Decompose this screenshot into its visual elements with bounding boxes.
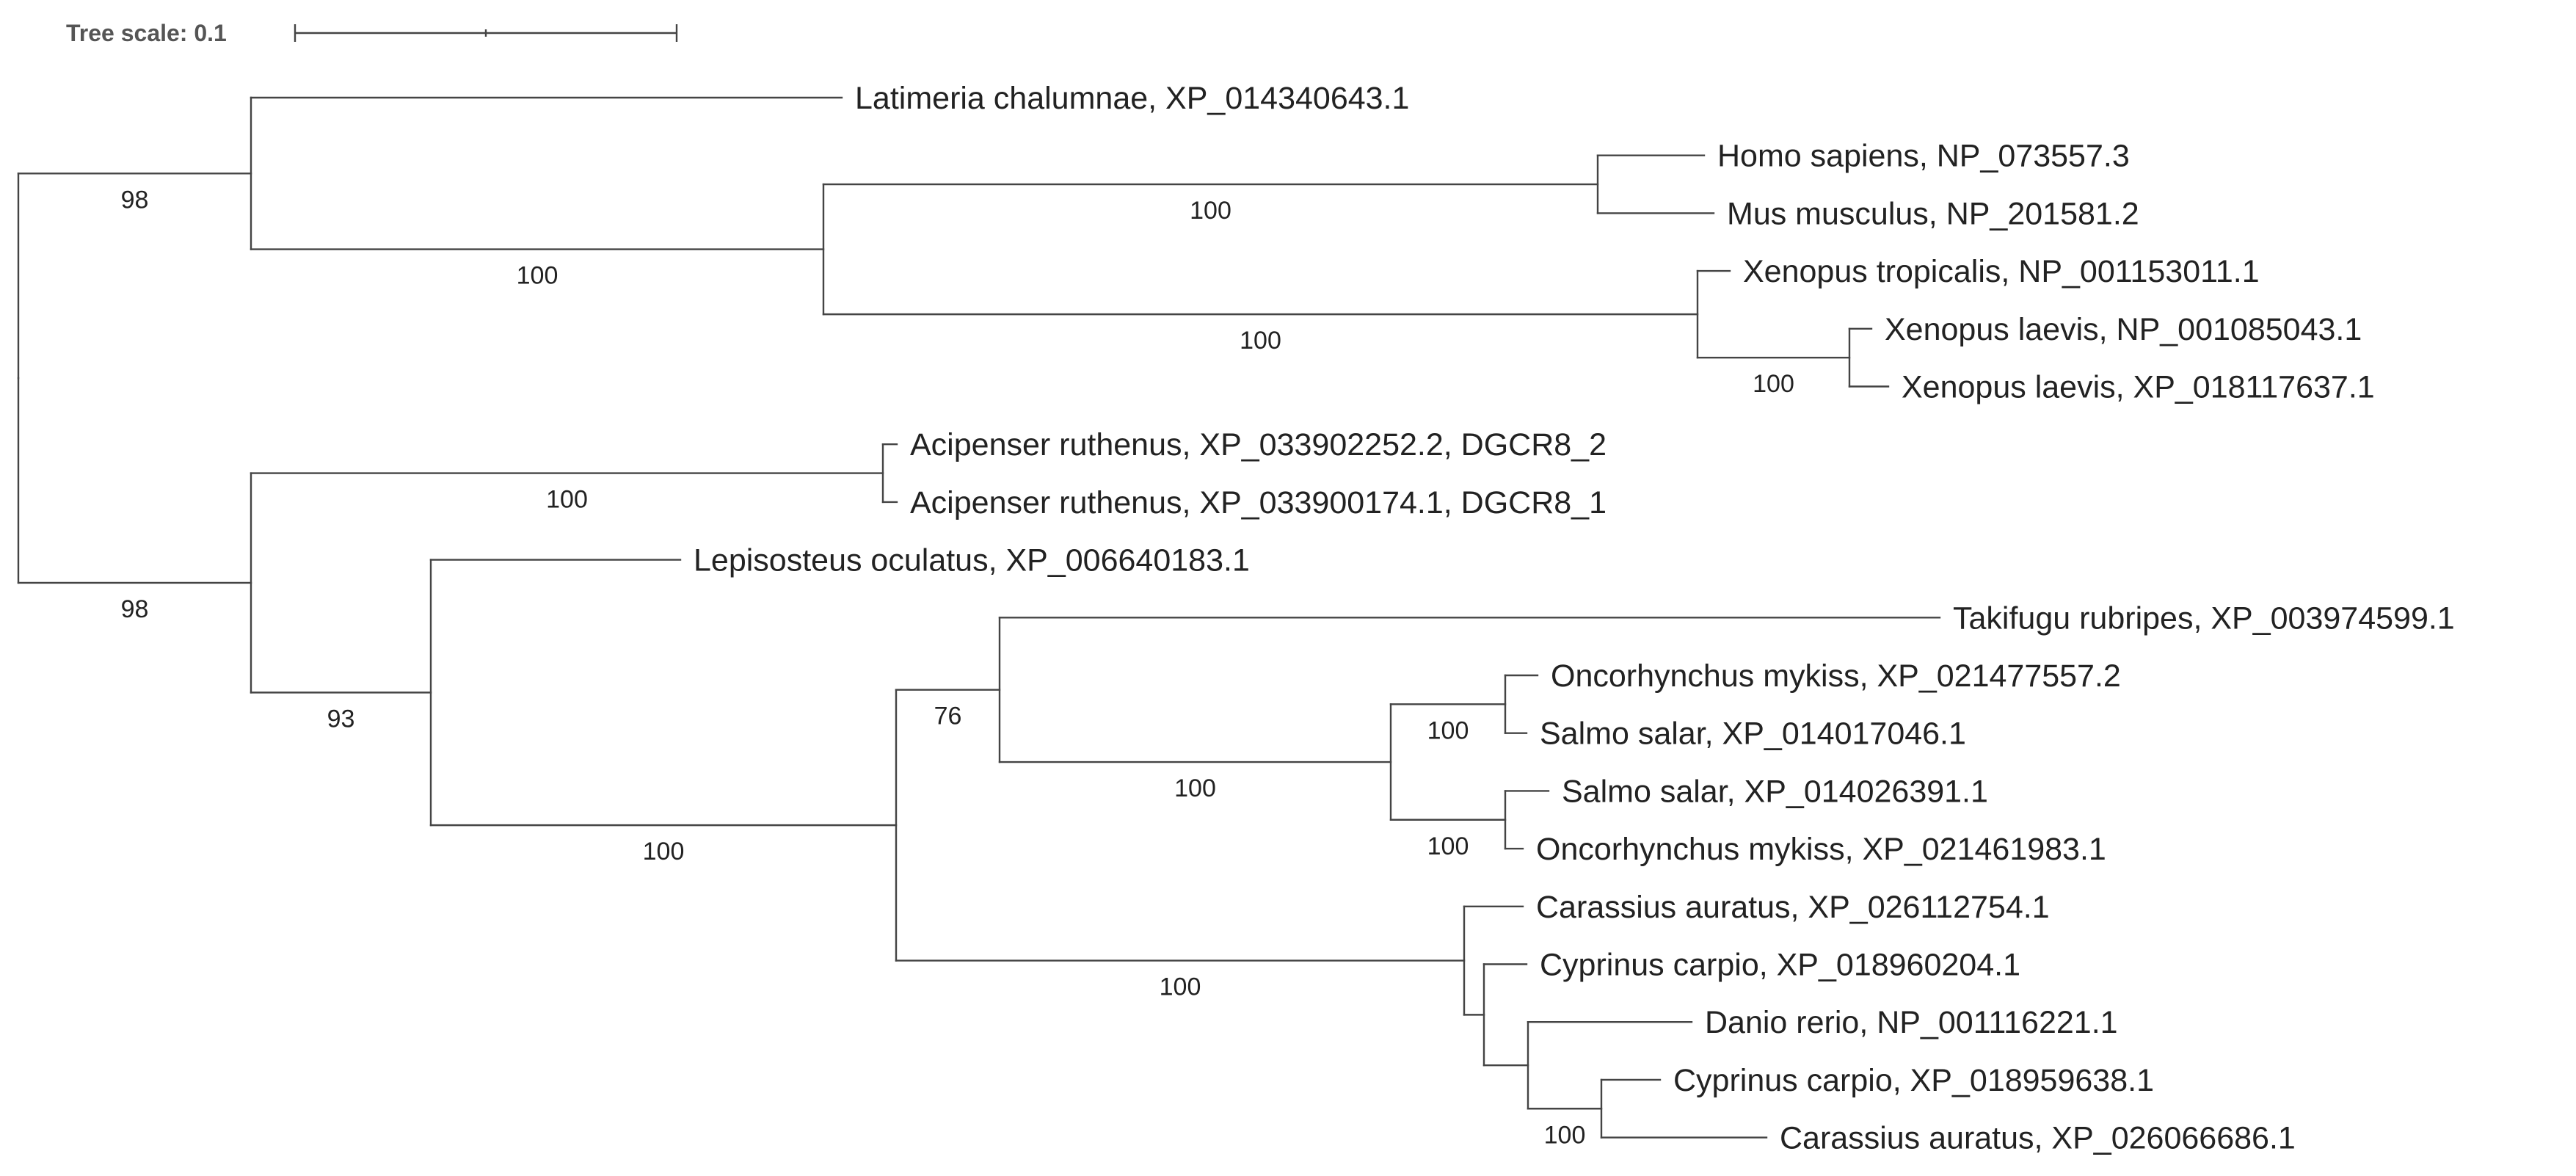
support-value: 100: [1190, 197, 1231, 225]
support-value: 100: [643, 838, 685, 865]
tree-branches: [17, 96, 1941, 1139]
scale-bar-label: Tree scale: 0.1: [66, 20, 227, 46]
leaf-label-acipenser-ruthenus-xp-033902252-2-dgcr8-2: Acipenser ruthenus, XP_033902252.2, DGCR…: [910, 427, 1607, 462]
leaf-label-oncorhynchus-mykiss-xp-021477557-2: Oncorhynchus mykiss, XP_021477557.2: [1551, 658, 2121, 694]
leaf-label-acipenser-ruthenus-xp-033900174-1-dgcr8-1: Acipenser ruthenus, XP_033900174.1, DGCR…: [910, 485, 1607, 520]
support-value: 100: [1753, 370, 1794, 398]
support-value: 93: [327, 705, 355, 733]
support-value: 98: [121, 186, 149, 214]
support-value: 100: [1544, 1121, 1586, 1149]
leaf-label-salmo-salar-xp-014017046-1: Salmo salar, XP_014017046.1: [1540, 716, 1966, 752]
leaf-label-carassius-auratus-xp-026112754-1: Carassius auratus, XP_026112754.1: [1536, 890, 2050, 925]
leaf-label-lepisosteus-oculatus-xp-006640183-1: Lepisosteus oculatus, XP_006640183.1: [694, 543, 1250, 578]
leaf-label-xenopus-laevis-xp-018117637-1: Xenopus laevis, XP_018117637.1: [1902, 370, 2375, 405]
leaf-label-xenopus-laevis-np-001085043-1: Xenopus laevis, NP_001085043.1: [1885, 312, 2362, 347]
leaf-label-mus-musculus-np-201581-2: Mus musculus, NP_201581.2: [1727, 196, 2139, 231]
support-value: 100: [517, 262, 559, 290]
leaf-label-homo-sapiens-np-073557-3: Homo sapiens, NP_073557.3: [1717, 139, 2130, 174]
scale-bar: Tree scale: 0.1: [66, 20, 678, 46]
support-value: 100: [1240, 327, 1281, 355]
support-values: 98 100 100 100 100 98 100 93 100 76 100 100 100 100 10…: [121, 186, 1794, 1149]
scale-bar-line: [294, 24, 678, 42]
leaf-label-latimeria-chalumnae-xp-014340643-1: Latimeria chalumnae, XP_014340643.1: [855, 81, 1409, 116]
support-value: 100: [1427, 832, 1469, 860]
support-value: 100: [546, 486, 588, 514]
support-value: 100: [1427, 716, 1469, 744]
leaf-label-cyprinus-carpio-xp-018959638-1: Cyprinus carpio, XP_018959638.1: [1673, 1063, 2154, 1098]
support-value: 98: [121, 595, 149, 623]
leaf-label-danio-rerio-np-001116221-1: Danio rerio, NP_001116221.1: [1705, 1005, 2118, 1040]
support-value: 76: [934, 703, 962, 730]
leaf-label-carassius-auratus-xp-026066686-1: Carassius auratus, XP_026066686.1: [1780, 1121, 2296, 1156]
leaf-label-cyprinus-carpio-xp-018960204-1: Cyprinus carpio, XP_018960204.1: [1540, 948, 2020, 983]
leaf-label-oncorhynchus-mykiss-xp-021461983-1: Oncorhynchus mykiss, XP_021461983.1: [1536, 832, 2106, 867]
support-value: 100: [1174, 774, 1216, 802]
support-value: 100: [1160, 973, 1201, 1001]
leaf-labels: Latimeria chalumnae, XP_014340643.1Homo …: [694, 81, 2455, 1156]
leaf-label-salmo-salar-xp-014026391-1: Salmo salar, XP_014026391.1: [1562, 774, 1988, 809]
leaf-label-xenopus-tropicalis-np-001153011-1: Xenopus tropicalis, NP_001153011.1: [1743, 254, 2260, 289]
leaf-label-takifugu-rubripes-xp-003974599-1: Takifugu rubripes, XP_003974599.1: [1953, 600, 2455, 636]
